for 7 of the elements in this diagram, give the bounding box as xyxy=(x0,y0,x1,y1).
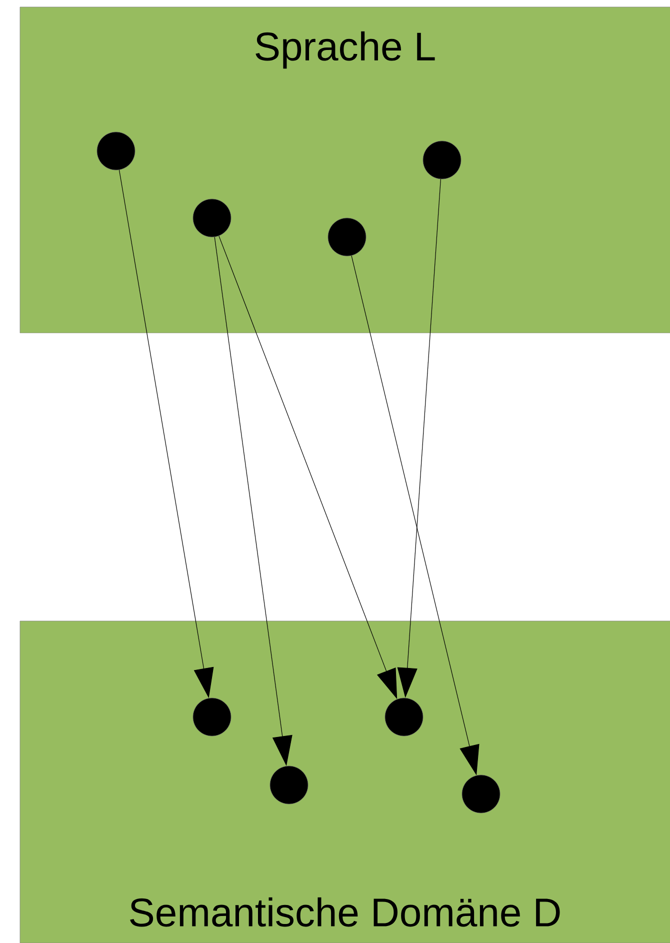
dot xyxy=(422,140,462,180)
dot xyxy=(328,218,366,256)
band: Sprache L xyxy=(20,6,670,334)
dot xyxy=(462,774,500,814)
band: Semantische Domäne D xyxy=(20,620,670,943)
dot xyxy=(192,198,232,238)
dot xyxy=(96,132,136,170)
